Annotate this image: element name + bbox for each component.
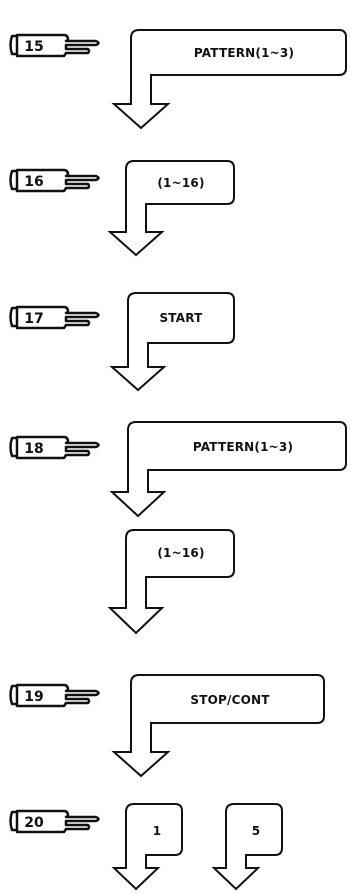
- step-number: 15: [24, 39, 43, 55]
- pointing-hand-icon: 17: [9, 305, 100, 330]
- step-number: 17: [24, 311, 43, 327]
- pointing-hand-icon: 18: [9, 435, 100, 460]
- step-15: 15 PATTERN(1~3): [9, 29, 347, 130]
- step-number: 20: [24, 815, 44, 831]
- key-label: STOP/CONT: [190, 693, 270, 707]
- step-number: 19: [24, 689, 43, 705]
- key-range: (1~16): [107, 529, 235, 635]
- step-20: 20 1 5: [9, 803, 283, 891]
- key-digit-1: 1: [111, 803, 183, 891]
- step-number: 16: [24, 174, 43, 190]
- pointing-hand-icon: 15: [9, 33, 100, 58]
- key-label: PATTERN(1~3): [193, 440, 293, 454]
- key-label: START: [159, 311, 203, 325]
- pointing-hand-icon: 16: [9, 168, 100, 193]
- step-17: 17 START: [9, 292, 235, 392]
- key-label: 1: [153, 824, 162, 838]
- key-label: 5: [252, 824, 261, 838]
- key-pattern: PATTERN(1~3): [111, 29, 347, 130]
- key-digit-5: 5: [211, 803, 283, 891]
- key-label: (1~16): [157, 546, 204, 560]
- key-label: (1~16): [157, 176, 204, 190]
- step-16: 16 (1~16): [9, 160, 235, 257]
- key-label: PATTERN(1~3): [194, 46, 294, 60]
- step-19: 19 STOP/CONT: [9, 674, 325, 778]
- step-number: 18: [24, 441, 43, 457]
- pointing-hand-icon: 20: [9, 809, 100, 834]
- key-range: (1~16): [107, 160, 235, 257]
- key-stop-cont: STOP/CONT: [111, 674, 325, 778]
- key-pattern: PATTERN(1~3): [109, 421, 347, 518]
- key-start: START: [109, 292, 235, 392]
- pointing-hand-icon: 19: [9, 683, 100, 708]
- step-18: 18 PATTERN(1~3) (1~16): [9, 421, 347, 635]
